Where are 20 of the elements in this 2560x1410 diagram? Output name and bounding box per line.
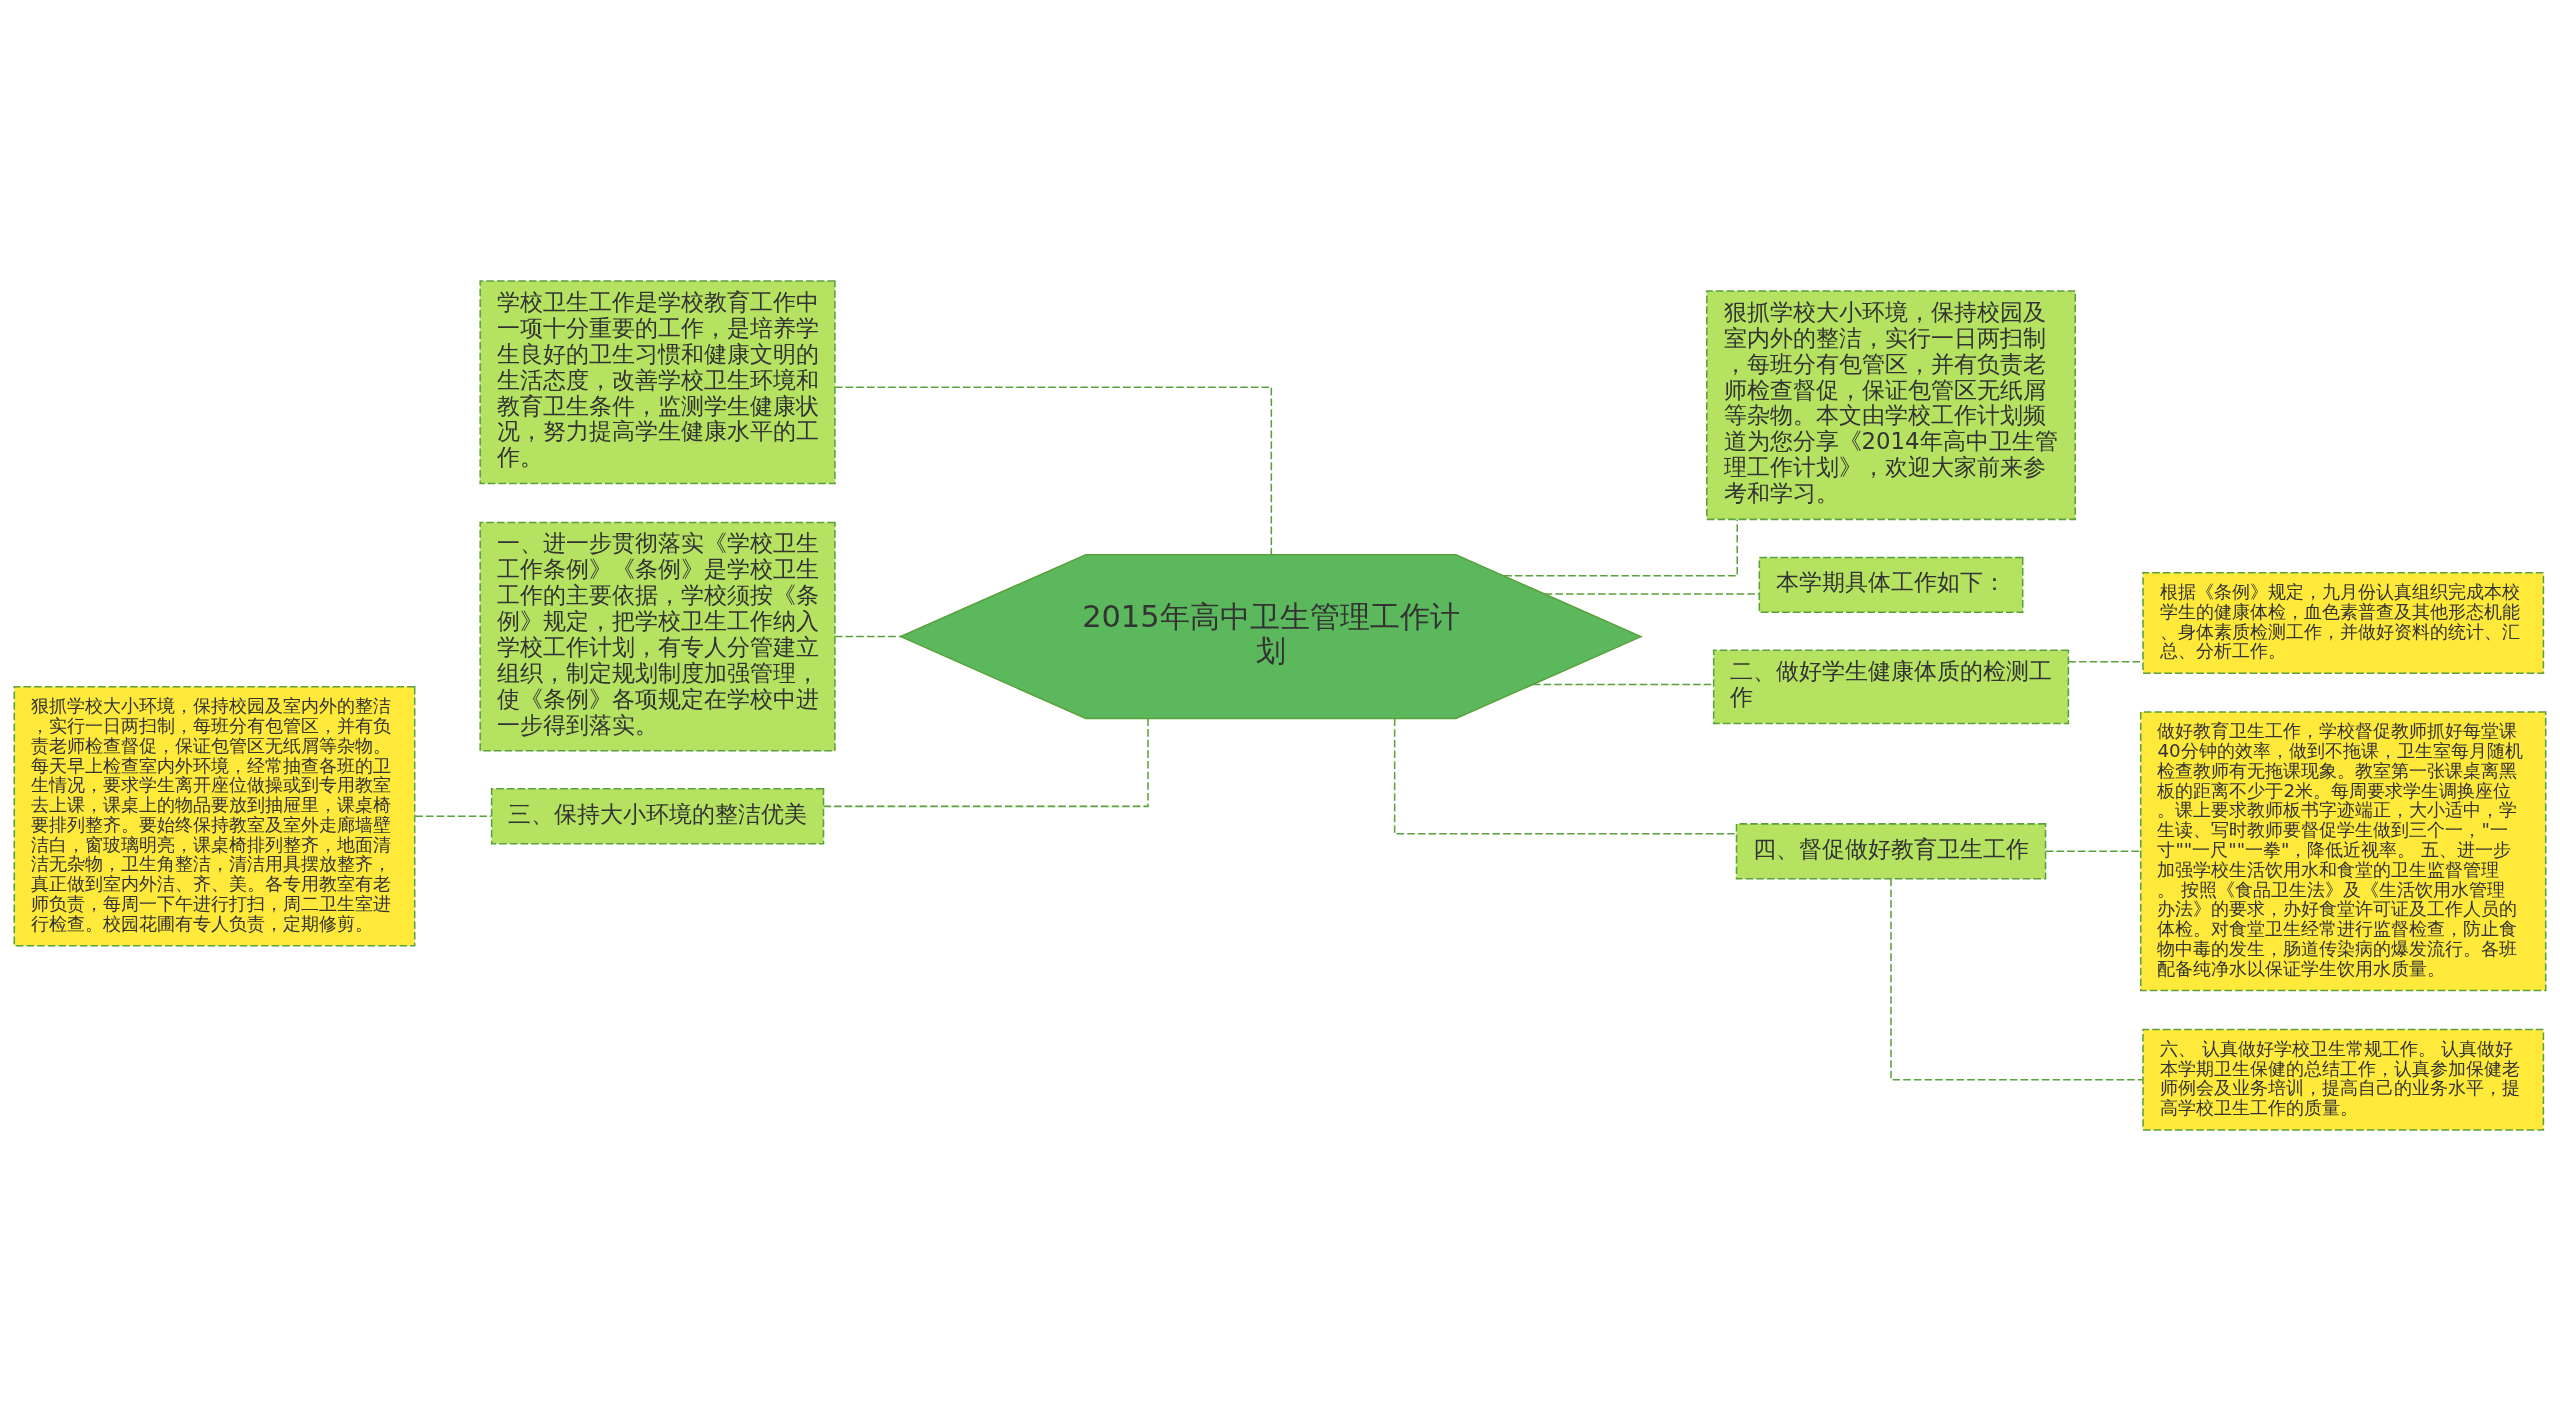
connector — [1543, 592, 1760, 595]
node-box: 六、 认真做好学校卫生常规工作。 认真做好本学期卫生保健的总结工作，认真参加保健老师例会及业务培训，提高自己的业务水平，提高学校卫生工作的质量。 — [2142, 1028, 2545, 1131]
node-box: 学校卫生工作是学校教育工作中一项十分重要的工作，是培养学生良好的卫生习惯和健康文明的生活态度，改善学校卫生环境和教育卫生条件，监测学生健康状况，努力提高学生健康水平的工作。 — [479, 279, 836, 484]
connector — [1890, 877, 2144, 1080]
node-box: 做好教育卫生工作，学校督促教师抓好每堂课40分钟的效率，做到不拖课，卫生室每月随机检查教师有无拖课现象。教室第一张课桌离黑板的距离不少于2米。每周要求学生调换座位。课上要求教师板书字迹端正，大小适中，学生读、写时教师要督促学生做到三个一，"一寸""一尺""一拳"，降低近视率。 五、进一步加强学校生活饮用水和食堂的卫生监督管理。 按照《食品卫生法》及《生活饮用水管理办法》的要求，办好食堂许可证及工作人员的体检。对食堂卫生经常进行监督检查，防止食物中毒的发生，肠道传染病的爆发流行。各班配备纯净水以保证学生饮用水质量。 — [2139, 710, 2547, 991]
node-box: 四、督促做好教育卫生工作 — [1735, 822, 2047, 879]
connector — [822, 717, 1149, 807]
connector — [1393, 717, 1737, 835]
connector — [1503, 518, 1738, 576]
connector — [834, 635, 902, 637]
node-box: 本学期具体工作如下： — [1758, 556, 2024, 613]
connector — [414, 815, 493, 817]
node-box: 狠抓学校大小环境，保持校园及室内外的整洁，实行一日两扫制，每班分有包管区，并有负责老师检查督促，保证包管区无纸屑等杂物。每天早上检查室内外环境，经常抽查各班的卫生情况，要求学生离开座位做操或到专用教室去上课，课桌上的物品要放到抽屉里，课桌椅要排列整齐。要始终保持教室及室外走廊墙壁洁白，窗玻璃明亮，课桌椅排列整齐，地面清洁无杂物，卫生角整洁，清洁用具摆放整齐，真正做到室内外洁、齐、美。各专用教室有老师负责，每周一下午进行打扫，周二卫生室进行检查。校园花圃有专人负责，定期修剪。 — [13, 685, 416, 946]
node-box: 三、保持大小环境的整洁优美 — [490, 787, 825, 844]
node-box: 狠抓学校大小环境，保持校园及室内外的整洁，实行一日两扫制，每班分有包管区，并有负责老师检查督促，保证包管区无纸屑等杂物。本文由学校工作计划频道为您分享《2014年高中卫生管理工作计划》，欢迎大家前来参考和学习。 — [1706, 289, 2076, 520]
node-box: 一、进一步贯彻落实《学校卫生工作条例》《条例》是学校卫生工作的主要依据，学校须按《条例》规定，把学校卫生工作纳入学校工作计划，有专人分管建立组织，制定规划制度加强管理，使《条例》各项规定在学校中进一步得到落实。 — [479, 521, 836, 752]
connector — [834, 386, 1273, 555]
node-box: 二、做好学生健康体质的检测工作 — [1712, 649, 2070, 724]
node-box: 根据《条例》规定，九月份认真组织完成本校学生的健康体检，血色素普查及其他形态机能、身体素质检测工作，并做好资料的统计、汇总、分析工作。 — [2142, 571, 2545, 674]
connector — [2045, 850, 2142, 852]
